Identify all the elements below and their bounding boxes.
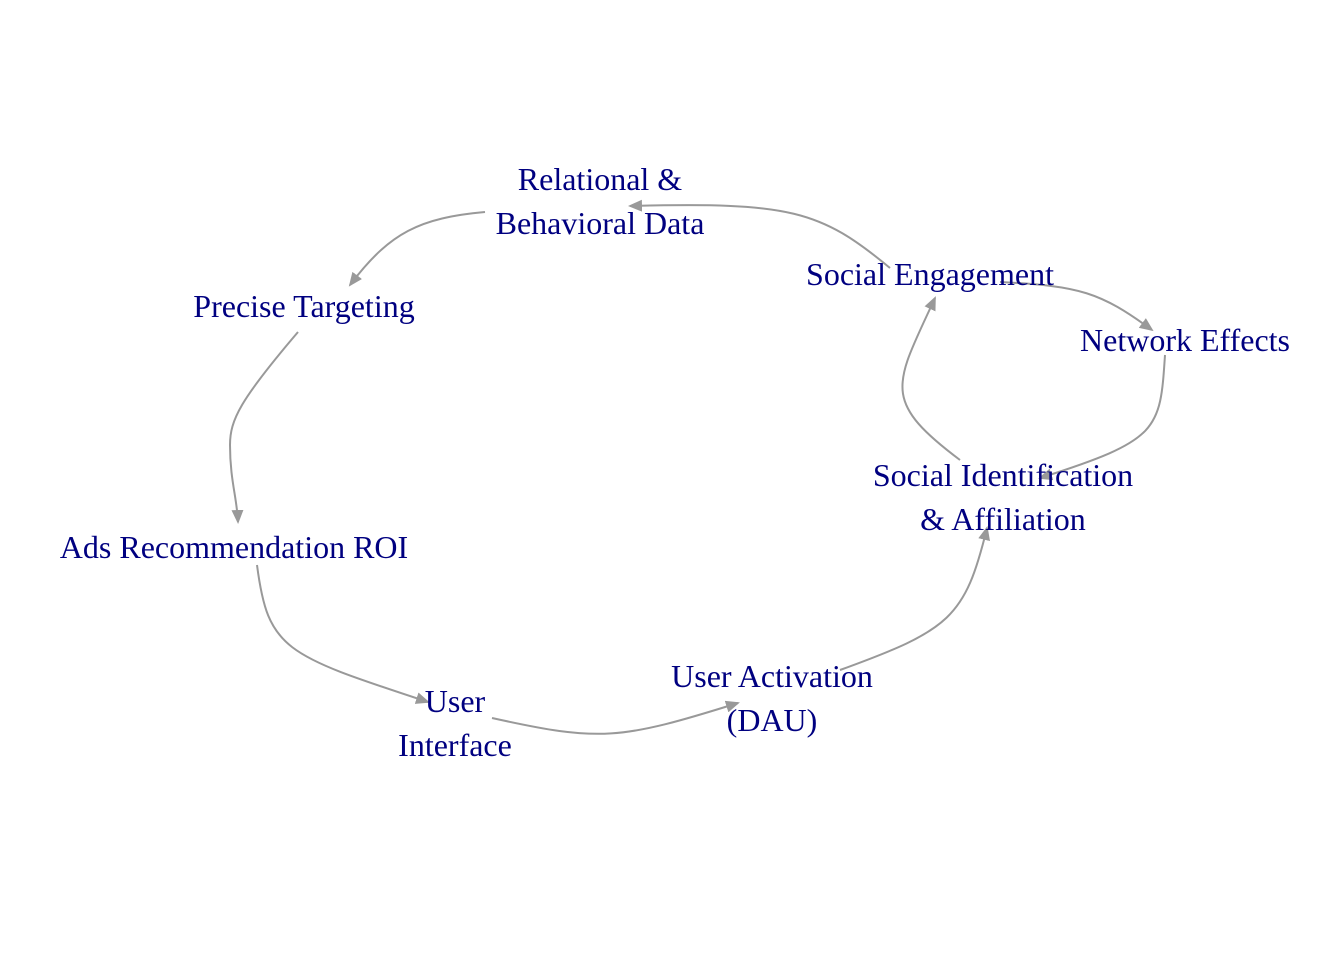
node-label-line: User Activation (671, 658, 873, 694)
node-social-identification-affiliation: Social Identification & Affiliation (873, 453, 1133, 541)
node-relational-behavioral-data: Relational & Behavioral Data (496, 157, 705, 245)
edge-social-identification-to-social-engagement (901, 296, 961, 461)
node-label-line: (DAU) (726, 702, 818, 738)
node-user-activation-dau: User Activation (DAU) (671, 654, 873, 742)
edge-ads-roi-to-user-interface (256, 564, 430, 704)
node-precise-targeting: Precise Targeting (193, 284, 414, 328)
node-user-interface: User Interface (398, 679, 512, 767)
node-label-line: Precise Targeting (193, 288, 415, 324)
node-label-line: Interface (398, 727, 512, 763)
node-label-line: & Affiliation (920, 501, 1086, 537)
edge-social-engagement-to-relational-data (628, 199, 891, 269)
edge-precise-targeting-to-ads-roi (228, 331, 299, 524)
node-label-line: User (424, 683, 486, 719)
node-ads-recommendation-roi: Ads Recommendation ROI (60, 525, 408, 569)
node-label-line: Social Identification (872, 457, 1134, 493)
edge-social-engagement-to-network-effects (999, 281, 1154, 332)
node-label-line: Behavioral Data (495, 205, 705, 241)
node-label-line: Ads Recommendation ROI (59, 529, 409, 565)
node-social-engagement: Social Engagement (806, 252, 1054, 296)
node-label-line: Social Engagement (806, 256, 1054, 292)
edge-user-interface-to-user-activation (491, 700, 740, 735)
node-label-line: Relational & (517, 161, 683, 197)
edge-relational-data-to-precise-targeting (348, 211, 486, 287)
edge-user-activation-to-social-identification (839, 526, 990, 671)
node-label-line: Network Effects (1080, 322, 1290, 358)
node-network-effects: Network Effects (1080, 318, 1290, 362)
edge-network-effects-to-social-identification (1038, 354, 1166, 481)
